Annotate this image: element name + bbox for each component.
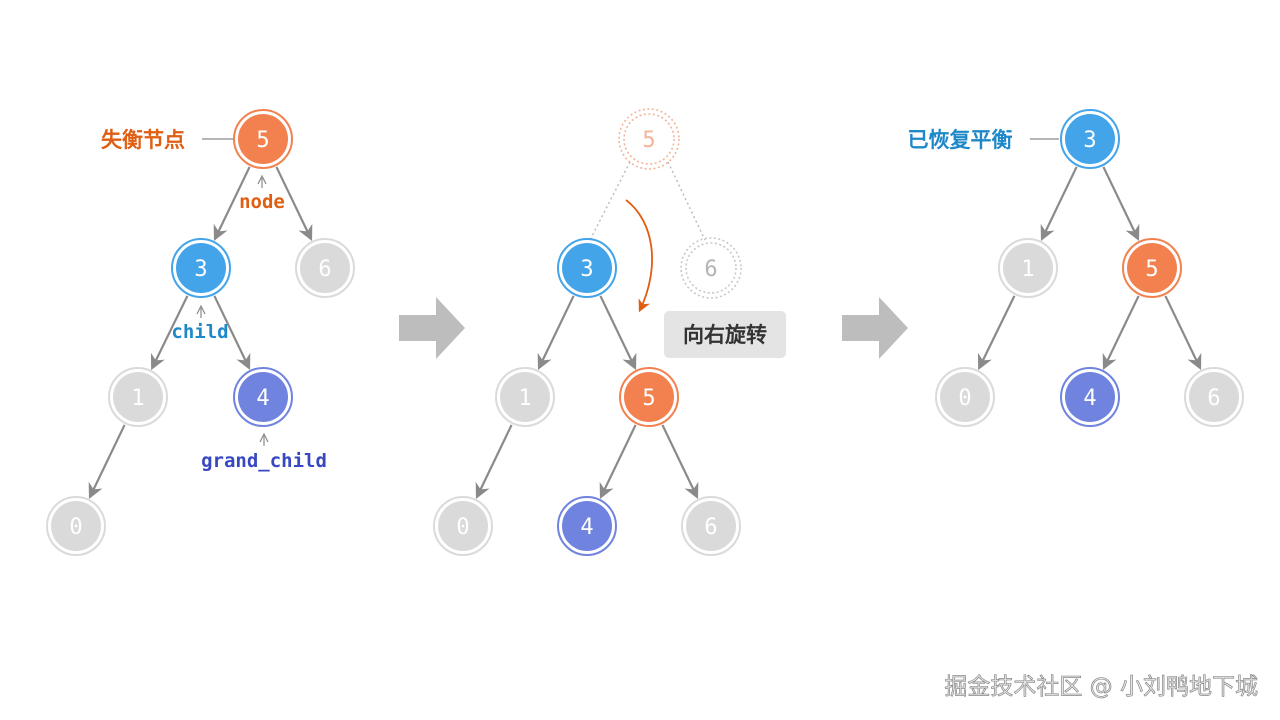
node-label: node bbox=[239, 191, 285, 213]
tree-node-0: 0 bbox=[935, 367, 995, 427]
node-value: 1 bbox=[131, 386, 144, 411]
node-value: 0 bbox=[69, 515, 82, 540]
tree-edge bbox=[599, 295, 637, 371]
stage-1-unbalanced-tree: 5 3 6 1 4 0 失衡节点 node child grand_child bbox=[46, 109, 355, 556]
tree-node-1: 1 bbox=[495, 367, 555, 427]
tree-node-1: 1 bbox=[998, 238, 1058, 298]
ghost-node-value: 6 bbox=[704, 257, 717, 282]
node-value: 1 bbox=[1021, 257, 1034, 282]
tree-node-0: 0 bbox=[46, 496, 106, 556]
stage-3-balanced-tree: 3 1 5 0 4 6 已恢复平衡 bbox=[908, 109, 1244, 427]
node-value: 3 bbox=[1083, 128, 1096, 153]
tree-edge bbox=[150, 295, 189, 371]
tree-node-3: 3 bbox=[1060, 109, 1120, 169]
tree-node-4: 4 bbox=[233, 367, 293, 427]
stage-3-edges bbox=[977, 166, 1202, 371]
tree-node-4: 4 bbox=[1060, 367, 1120, 427]
grand-child-label: grand_child bbox=[201, 450, 327, 472]
tree-edge bbox=[537, 295, 575, 371]
tree-edge bbox=[599, 424, 637, 500]
node-value: 6 bbox=[318, 257, 331, 282]
stage-2-edges bbox=[475, 295, 699, 500]
tree-node-5: 5 bbox=[619, 367, 679, 427]
tree-edge bbox=[213, 166, 251, 242]
tree-edge bbox=[475, 424, 513, 500]
ghost-node-5: 5 bbox=[618, 108, 680, 170]
tree-edge bbox=[213, 295, 251, 371]
tree-edge bbox=[275, 166, 313, 242]
child-label: child bbox=[171, 321, 228, 343]
child-pointer bbox=[196, 304, 206, 318]
tree-node-5: 5 bbox=[1122, 238, 1182, 298]
stage-2-ghost-edges bbox=[589, 161, 706, 241]
tree-edge bbox=[1102, 166, 1140, 242]
node-value: 6 bbox=[1207, 386, 1220, 411]
unbalanced-node-callout: 失衡节点 bbox=[101, 128, 185, 152]
stage-1-nodes: 5 3 6 1 4 0 bbox=[46, 109, 355, 556]
node-value: 0 bbox=[456, 515, 469, 540]
node-value: 3 bbox=[194, 257, 207, 282]
node-value: 4 bbox=[1083, 386, 1096, 411]
node-value: 4 bbox=[580, 515, 593, 540]
node-value: 1 bbox=[518, 386, 531, 411]
tree-node-6: 6 bbox=[295, 238, 355, 298]
tree-node-5: 5 bbox=[233, 109, 293, 169]
stage-2-ghost-nodes: 56 bbox=[618, 108, 742, 299]
tree-node-4: 4 bbox=[557, 496, 617, 556]
node-value: 5 bbox=[642, 386, 655, 411]
transition-arrow-1 bbox=[399, 297, 465, 359]
tree-node-6: 6 bbox=[681, 496, 741, 556]
node-value: 6 bbox=[704, 515, 717, 540]
transition-arrow-2 bbox=[842, 297, 908, 359]
node-value: 4 bbox=[256, 386, 269, 411]
node-value: 5 bbox=[1145, 257, 1158, 282]
tree-edge bbox=[1102, 295, 1140, 371]
stage-3-nodes: 3 1 5 0 4 6 bbox=[935, 109, 1244, 427]
rotate-right-label: 向右旋转 bbox=[683, 323, 767, 347]
tree-node-3: 3 bbox=[557, 238, 617, 298]
rotate-right-badge bbox=[664, 311, 786, 358]
tree-edge bbox=[977, 295, 1016, 371]
stage-1-edges bbox=[88, 166, 313, 500]
stage-2-nodes: 3 1 5 0 4 6 bbox=[433, 238, 741, 556]
tree-edge bbox=[661, 424, 699, 500]
rotation-arc-arrow bbox=[625, 199, 653, 313]
node-value: 3 bbox=[580, 257, 593, 282]
grand-child-pointer bbox=[259, 432, 269, 446]
tree-node-6: 6 bbox=[1184, 367, 1244, 427]
node-value: 5 bbox=[256, 128, 269, 153]
tree-node-1: 1 bbox=[108, 367, 168, 427]
tree-edge bbox=[1040, 166, 1078, 242]
node-pointer bbox=[257, 174, 267, 188]
watermark: 掘金技术社区 @ 小刘鸭地下城 bbox=[944, 674, 1258, 700]
node-value: 0 bbox=[958, 386, 971, 411]
tree-node-3: 3 bbox=[171, 238, 231, 298]
tree-edge bbox=[88, 424, 126, 500]
tree-edge bbox=[1164, 295, 1202, 371]
ghost-node-value: 5 bbox=[642, 128, 655, 153]
tree-node-0: 0 bbox=[433, 496, 493, 556]
balanced-callout: 已恢复平衡 bbox=[908, 128, 1013, 152]
ghost-node-6: 6 bbox=[680, 237, 742, 299]
